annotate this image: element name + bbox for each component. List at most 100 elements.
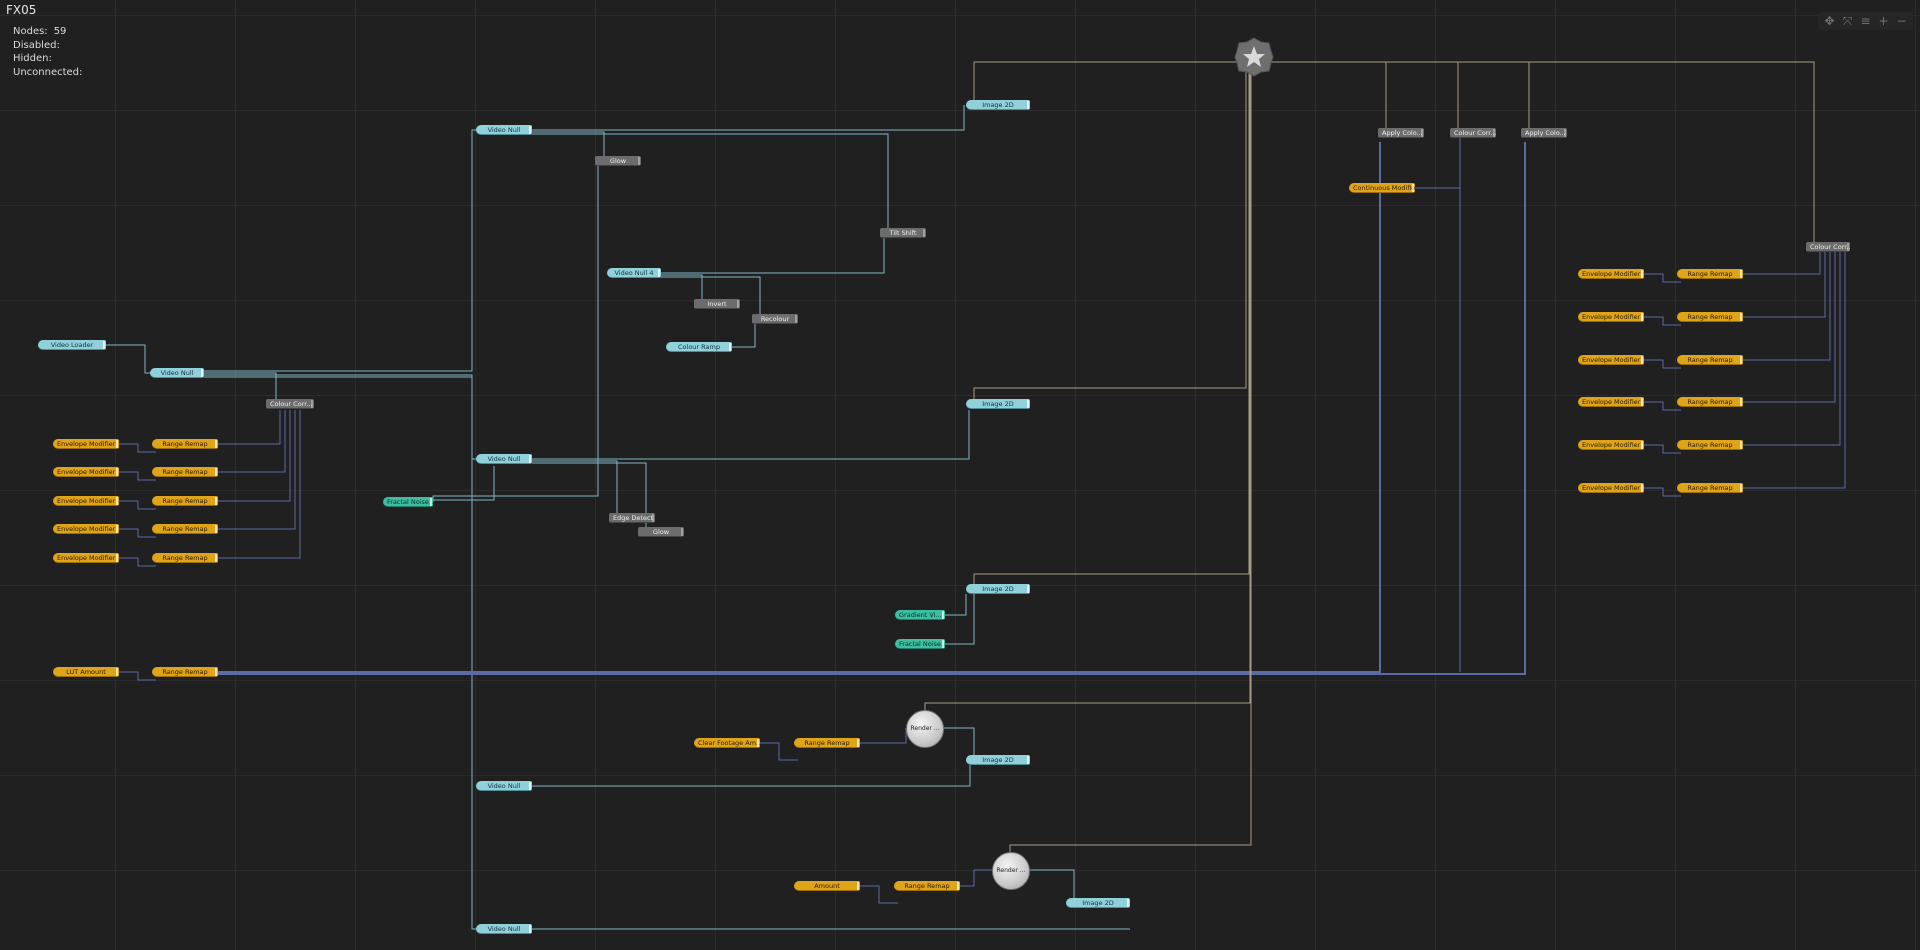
- node-envelope-modifier[interactable]: Envelope Modifier: [53, 496, 119, 506]
- node-video-null[interactable]: Video Null: [476, 924, 532, 934]
- node-envelope-modifier[interactable]: Envelope Modifier: [53, 524, 119, 534]
- node-colour-correction[interactable]: Colour Corr...: [266, 399, 314, 409]
- node-image-2d[interactable]: Image 2D: [1066, 898, 1130, 908]
- node-continuous-modifier[interactable]: Continuous Modifier: [1349, 183, 1415, 193]
- connection-wire: [218, 410, 291, 502]
- node-glow[interactable]: Glow: [595, 156, 641, 166]
- node-image-2d[interactable]: Image 2D: [966, 399, 1030, 409]
- node-glow[interactable]: Glow: [638, 527, 684, 537]
- connection-wire: [532, 410, 970, 460]
- connection-wire: [218, 410, 296, 530]
- fit-view-icon[interactable]: ⤧: [1842, 14, 1853, 28]
- node-fractal-noise[interactable]: Fractal Noise...: [895, 639, 945, 649]
- node-render[interactable]: Render ...: [992, 852, 1030, 890]
- node-amount[interactable]: Amount: [794, 881, 860, 891]
- node-edge-detect[interactable]: Edge Detect: [609, 513, 655, 523]
- node-envelope-modifier[interactable]: Envelope Modifier: [1578, 483, 1644, 493]
- connection-wire: [532, 105, 965, 131]
- move-icon[interactable]: ✥: [1824, 14, 1835, 28]
- connection-wire: [924, 70, 1251, 710]
- zoom-out-icon[interactable]: −: [1896, 14, 1907, 28]
- node-range-remap[interactable]: Range Remap: [1677, 355, 1743, 365]
- node-range-remap[interactable]: Range Remap: [894, 881, 960, 891]
- connection-wire: [1254, 61, 1459, 128]
- node-range-remap[interactable]: Range Remap: [152, 496, 218, 506]
- node-range-remap[interactable]: Range Remap: [152, 467, 218, 477]
- connection-wire: [1743, 252, 1821, 275]
- connection-wire: [204, 372, 277, 399]
- node-envelope-modifier[interactable]: Envelope Modifier: [1578, 269, 1644, 279]
- node-recolour[interactable]: Recolour: [752, 314, 798, 324]
- node-range-remap[interactable]: Range Remap: [794, 738, 860, 748]
- scene-stats: Nodes:59 Disabled: Hidden: Unconnected:: [13, 25, 88, 79]
- connection-wire: [1254, 61, 1815, 242]
- node-gradient[interactable]: Gradient Vi...: [895, 610, 945, 620]
- connection-wire: [106, 344, 150, 374]
- connection-wire: [119, 500, 156, 510]
- align-icon[interactable]: ≡: [1860, 14, 1871, 28]
- node-range-remap[interactable]: Range Remap: [152, 553, 218, 563]
- node-apply-colour[interactable]: Apply Colo...: [1521, 128, 1567, 138]
- node-video-null[interactable]: Video Null: [476, 125, 532, 135]
- connection-wire: [973, 70, 1250, 584]
- node-range-remap[interactable]: Range Remap: [1677, 269, 1743, 279]
- node-envelope-modifier[interactable]: Envelope Modifier: [1578, 355, 1644, 365]
- connection-wire: [1028, 869, 1075, 898]
- node-apply-colour[interactable]: Apply Colo...: [1378, 128, 1424, 138]
- node-render[interactable]: Render ...: [906, 710, 944, 748]
- node-invert[interactable]: Invert: [694, 299, 740, 309]
- node-envelope-modifier[interactable]: Envelope Modifier: [53, 553, 119, 563]
- node-video-null-4[interactable]: Video Null 4: [607, 268, 661, 278]
- connection-wire: [532, 462, 647, 527]
- node-envelope-modifier[interactable]: Envelope Modifier: [1578, 440, 1644, 450]
- node-video-loader[interactable]: Video Loader: [38, 340, 106, 350]
- node-colour-correction[interactable]: Colour Corr...: [1806, 242, 1850, 252]
- node-colour-ramp[interactable]: Colour Ramp: [666, 342, 732, 352]
- connection-wire: [661, 238, 885, 274]
- connection-wire: [945, 594, 967, 616]
- node-range-remap[interactable]: Range Remap: [152, 524, 218, 534]
- node-range-remap[interactable]: Range Remap: [1677, 397, 1743, 407]
- node-envelope-modifier[interactable]: Envelope Modifier: [1578, 397, 1644, 407]
- stat-hidden: Hidden:: [13, 53, 52, 64]
- connection-wire: [1644, 487, 1681, 497]
- connection-wire: [1009, 70, 1252, 852]
- connection-wire: [218, 410, 301, 559]
- scene-root-gear-icon[interactable]: [1234, 37, 1274, 77]
- connection-wire: [973, 61, 1254, 100]
- node-range-remap[interactable]: Range Remap: [152, 439, 218, 449]
- node-range-remap[interactable]: Range Remap: [1677, 483, 1743, 493]
- stat-disabled: Disabled:: [13, 39, 60, 51]
- connection-wire: [661, 276, 761, 314]
- connection-wire: [432, 166, 599, 502]
- node-tilt-shift[interactable]: Tilt Shift: [880, 228, 926, 238]
- connection-wire: [1644, 444, 1681, 454]
- node-range-remap[interactable]: Range Remap: [152, 667, 218, 677]
- node-video-null[interactable]: Video Null: [150, 368, 204, 378]
- connection-wire: [204, 374, 476, 460]
- connection-wire: [1743, 252, 1826, 318]
- node-image-2d[interactable]: Image 2D: [966, 100, 1030, 110]
- node-image-2d[interactable]: Image 2D: [966, 755, 1030, 765]
- node-video-null[interactable]: Video Null: [476, 781, 532, 791]
- node-envelope-modifier[interactable]: Envelope Modifier: [53, 439, 119, 449]
- node-range-remap[interactable]: Range Remap: [1677, 312, 1743, 322]
- connection-wire: [532, 460, 618, 513]
- node-image-2d[interactable]: Image 2D: [966, 584, 1030, 594]
- connection-wire: [218, 142, 1381, 673]
- node-envelope-modifier[interactable]: Envelope Modifier: [53, 467, 119, 477]
- zoom-in-icon[interactable]: +: [1878, 14, 1889, 28]
- connection-wire: [204, 376, 476, 930]
- node-clear-footage-amount[interactable]: Clear Footage Am...: [694, 738, 760, 748]
- node-fractal-noise[interactable]: Fractal Noise ...: [383, 497, 433, 507]
- node-envelope-modifier[interactable]: Envelope Modifier: [1578, 312, 1644, 322]
- connection-wire: [973, 70, 1247, 399]
- connection-wire: [218, 410, 281, 445]
- node-colour-correction[interactable]: Colour Corr...: [1450, 128, 1496, 138]
- connection-wire: [1644, 401, 1681, 411]
- connection-wire: [760, 742, 798, 761]
- node-video-null[interactable]: Video Null: [476, 454, 532, 464]
- node-lut-amount[interactable]: LUT Amount: [53, 667, 119, 677]
- node-range-remap[interactable]: Range Remap: [1677, 440, 1743, 450]
